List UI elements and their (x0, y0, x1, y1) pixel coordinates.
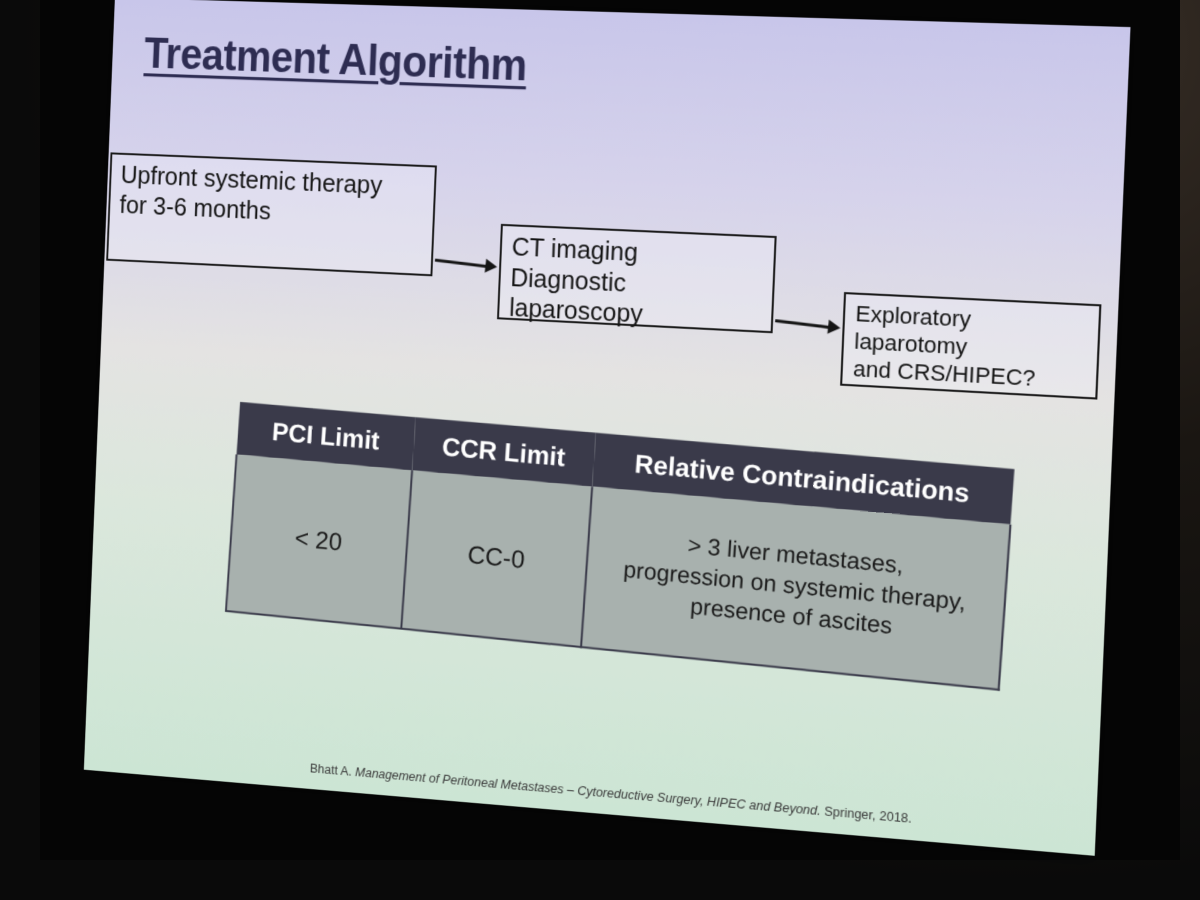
citation-author: Bhatt A. (309, 761, 353, 779)
citation-work: Management of Peritoneal Metastases – Cy… (354, 765, 822, 819)
table-cell-pci: < 20 (225, 454, 413, 629)
citation: Bhatt A. Management of Peritoneal Metast… (310, 761, 912, 825)
table-cell-ccr: CC-0 (401, 470, 593, 648)
flow-arrow-right-icon (775, 319, 831, 329)
flow-step-line: Diagnostic laparoscopy (508, 263, 644, 329)
flow-arrow-right-icon (434, 258, 488, 268)
citation-publisher: Springer, 2018. (824, 804, 913, 826)
presentation-slide: Treatment Algorithm Upfront systemic the… (83, 0, 1131, 856)
slide-title: Treatment Algorithm (143, 28, 528, 90)
flow-step-systemic-therapy: Upfront systemic therapy for 3-6 months (106, 152, 437, 277)
flow-step-imaging: CT imaging Diagnostic laparoscopy (497, 223, 777, 334)
flow-step-laparotomy: Exploratory laparotomy and CRS/HIPEC? (840, 292, 1102, 400)
criteria-table: PCI Limit CCR Limit Relative Contraindic… (225, 401, 1016, 691)
